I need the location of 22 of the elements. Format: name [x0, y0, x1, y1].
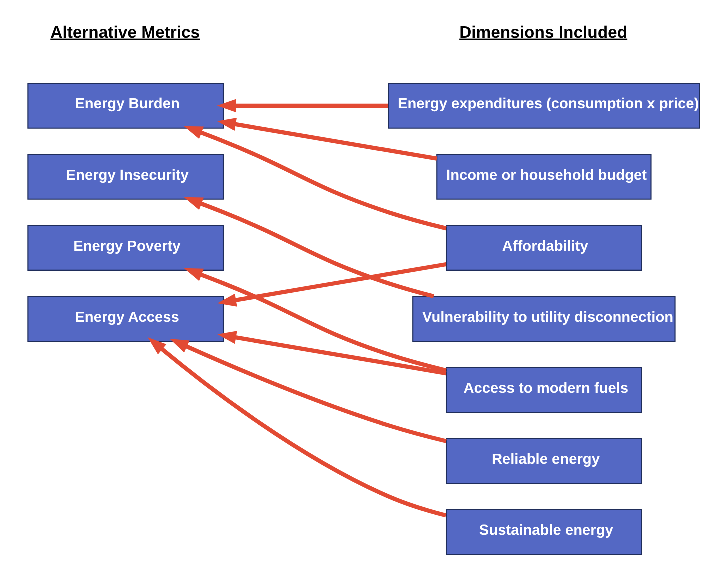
node-box: Income or household budget: [436, 154, 652, 200]
label: Alternative Metrics: [50, 22, 200, 42]
arrow: [184, 126, 446, 231]
node-box: Energy expenditures (consumption x price): [388, 82, 700, 129]
node-box: Sustainable energy: [446, 509, 642, 556]
node-box: Affordability: [446, 225, 642, 271]
node-box: Access to modern fuels: [446, 367, 642, 414]
arrow: [216, 118, 437, 161]
node-box: Vulnerability to utility disconnection: [412, 296, 676, 342]
arrow: [217, 262, 446, 307]
label: Dimensions Included: [459, 22, 628, 42]
node-box: Energy Poverty: [27, 225, 224, 271]
node-box: Energy Insecurity: [27, 154, 224, 200]
arrow: [184, 197, 434, 299]
node-box: Reliable energy: [446, 438, 642, 484]
arrow: [217, 331, 446, 376]
node-box: Energy Access: [27, 296, 224, 342]
node-box: Energy Burden: [27, 82, 224, 129]
arrow: [216, 99, 388, 113]
arrow: [184, 268, 446, 373]
arrow: [169, 339, 446, 444]
arrow: [147, 337, 446, 518]
